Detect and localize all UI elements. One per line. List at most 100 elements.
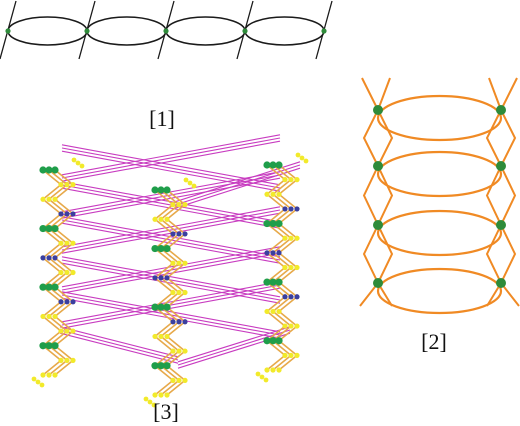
atom: [164, 392, 170, 398]
atom: [263, 161, 271, 169]
atom: [170, 377, 176, 383]
atom: [264, 308, 270, 315]
atom: [187, 180, 193, 186]
atom: [294, 177, 300, 183]
linker-line: [61, 262, 281, 304]
atom: [79, 163, 85, 169]
loop: [376, 150, 503, 198]
atom: [176, 319, 182, 325]
panel-1-label: [1]: [149, 106, 175, 131]
atom: [182, 377, 188, 383]
atom: [157, 186, 165, 194]
atom: [288, 264, 294, 271]
atom: [269, 337, 277, 345]
loop: [244, 16, 325, 46]
atom: [264, 367, 270, 373]
panel-3-label: [3]: [153, 399, 179, 424]
atom: [176, 348, 182, 354]
atom: [176, 289, 182, 296]
node: [373, 105, 383, 115]
linker-line: [59, 329, 179, 361]
atom: [152, 216, 158, 222]
linker-line: [61, 181, 281, 223]
atom: [282, 177, 288, 183]
linker-line: [174, 164, 301, 206]
atom: [269, 278, 277, 286]
linker-line: [61, 291, 281, 333]
atom: [276, 367, 282, 373]
atom: [170, 202, 176, 208]
atom: [288, 177, 294, 183]
node: [496, 105, 506, 115]
atom: [64, 299, 70, 305]
atom: [39, 166, 47, 174]
node: [373, 278, 383, 288]
atom: [157, 303, 165, 311]
atom: [288, 294, 294, 300]
linker-line: [61, 187, 281, 229]
atom: [45, 283, 53, 291]
atom: [170, 319, 176, 325]
atom: [294, 323, 300, 329]
atom: [269, 219, 277, 228]
atom: [70, 328, 76, 334]
atom: [70, 357, 76, 363]
atom: [64, 328, 70, 334]
linker-line: [61, 284, 281, 326]
atom: [158, 392, 164, 398]
atom: [270, 367, 276, 373]
node: [373, 220, 383, 230]
atom: [303, 158, 309, 164]
panel-3-linker-bundles: [59, 134, 301, 369]
atom: [64, 211, 70, 217]
atom: [282, 323, 288, 329]
atom: [158, 333, 164, 340]
atom: [157, 362, 165, 370]
atom: [164, 275, 170, 281]
atom: [288, 206, 294, 212]
atom: [263, 337, 271, 345]
loop: [165, 16, 246, 46]
linker-line: [59, 332, 179, 364]
linker-line: [61, 174, 281, 216]
atom: [264, 250, 270, 256]
atom: [263, 278, 271, 286]
atom: [182, 231, 188, 237]
atom: [51, 166, 59, 174]
atom: [163, 303, 171, 311]
atom: [276, 191, 282, 197]
atom: [176, 231, 182, 237]
atom: [151, 303, 159, 311]
node: [373, 161, 383, 171]
panel-1-nodes: [5, 28, 327, 34]
linker-line: [61, 281, 281, 323]
node: [84, 28, 90, 34]
atom: [294, 294, 300, 300]
atom: [46, 313, 52, 320]
atom: [191, 183, 197, 189]
atom: [294, 235, 300, 241]
atom: [282, 352, 288, 358]
atom: [147, 399, 153, 405]
atom: [270, 191, 276, 197]
atom: [71, 157, 77, 163]
atom: [164, 333, 170, 340]
atom: [46, 255, 52, 261]
atom: [176, 377, 182, 383]
atom: [275, 219, 283, 228]
atom: [295, 152, 301, 158]
atom: [152, 392, 158, 398]
panel-2-zigzag-chains: [359, 77, 520, 307]
atom: [176, 260, 182, 266]
atom: [170, 260, 176, 266]
atom: [70, 240, 76, 246]
atom: [52, 372, 58, 378]
loop: [376, 94, 503, 142]
atom: [51, 224, 59, 233]
atom: [40, 372, 46, 378]
atom: [52, 313, 58, 320]
atom: [288, 235, 294, 241]
atom: [40, 313, 46, 320]
atom: [58, 269, 64, 276]
